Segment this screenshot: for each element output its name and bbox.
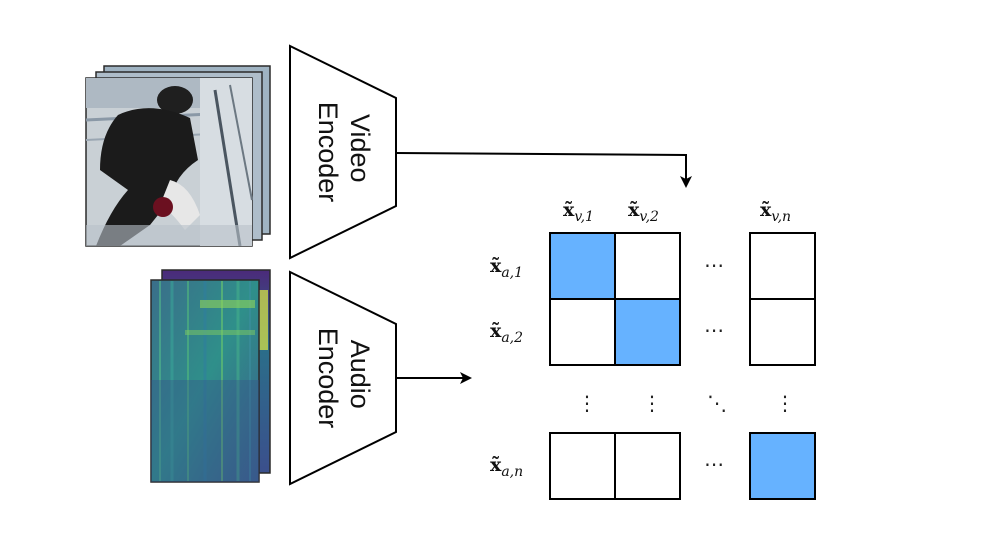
column-label-v1: x̃v,1: [563, 199, 594, 225]
row-label-a2: x̃a,2: [490, 320, 523, 346]
video-frames-stack: [85, 65, 271, 247]
rown-horizontal-ellipsis: ⋯: [704, 452, 724, 476]
matrix-cell-a2-v1: [549, 298, 616, 366]
audio-encoder: Audio Encoder: [289, 270, 397, 486]
matrix-cell-an-v2: [614, 432, 681, 500]
audio-encoder-label: Audio Encoder: [313, 328, 375, 429]
row1-horizontal-ellipsis: ⋯: [704, 253, 724, 277]
matrix-cell-an-v1: [549, 432, 616, 500]
row-label-an: x̃a,n: [490, 454, 523, 480]
col1-vertical-ellipsis: ⋮: [577, 391, 597, 415]
coln-vertical-ellipsis: ⋮: [775, 391, 795, 415]
matrix-cell-a1-v2: [614, 232, 681, 300]
video-arrow: [395, 152, 692, 188]
spectrogram-front: [150, 279, 260, 483]
col2-vertical-ellipsis: ⋮: [642, 391, 662, 415]
row-label-a1: x̃a,1: [490, 255, 523, 281]
matrix-cell-a2-v2-positive: [614, 298, 681, 366]
matrix-cell-a1-vn: [749, 232, 816, 300]
similarity-matrix: [549, 232, 816, 500]
matrix-cell-a2-vn: [749, 298, 816, 366]
video-frame-front: [85, 77, 253, 247]
audio-spectrogram-stack: [150, 269, 271, 483]
matrix-cell-a1-v1-positive: [549, 232, 616, 300]
diagonal-ellipsis: ⋱: [707, 391, 727, 415]
video-encoder-label: Video Encoder: [313, 102, 375, 203]
matrix-cell-an-vn-positive: [749, 432, 816, 500]
video-encoder: Video Encoder: [289, 44, 397, 260]
column-label-v2: x̃v,2: [628, 199, 659, 225]
column-label-vn: x̃v,n: [760, 199, 791, 225]
row2-horizontal-ellipsis: ⋯: [704, 318, 724, 342]
